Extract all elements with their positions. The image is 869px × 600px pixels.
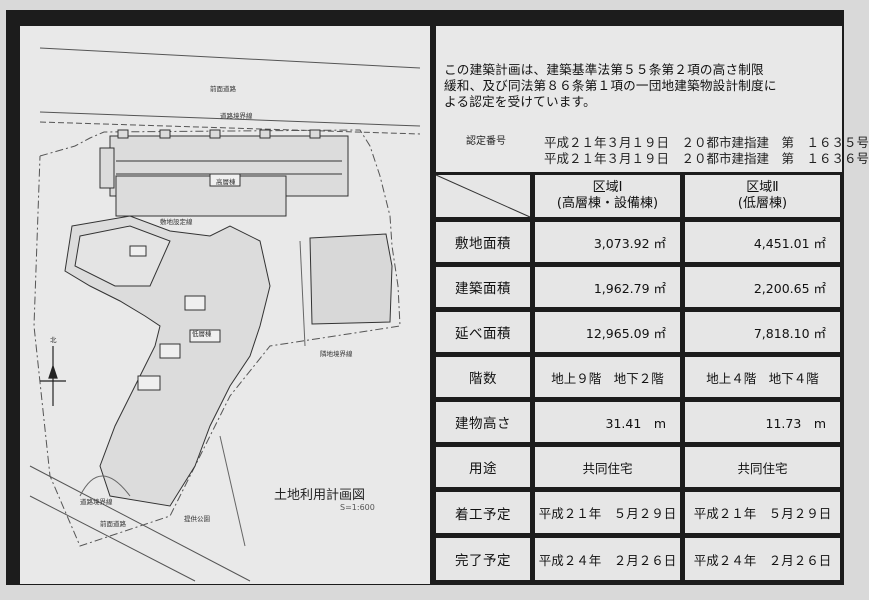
notice-line-2: 緩和、及び同法第８６条第１項の一団地建築物設計制度に [444,78,777,93]
map-label-high-rise: 高層棟 [216,177,236,186]
north-arrow-icon [40,346,66,406]
floors-zone1: 地上９階 地下２階 [535,357,680,397]
notice-line-1: この建築計画は、建築基準法第５５条第２項の高さ制限 [444,62,764,77]
map-label-front-road: 前面道路 [210,84,237,93]
row-label-completion: 完了予定 [436,538,530,580]
column-header-zone2: 区域Ⅱ (低層棟) [685,175,840,217]
map-label-site-line: 敷地設定線 [160,217,193,226]
building-overview-table: 区域Ⅰ (高層棟・設備棟) 区域Ⅱ (低層棟) 敷地面積 3,073.92 ㎡ … [435,172,842,584]
site-plan-drawing: 前面道路 道路境界線 高層棟 低層棟 敷地設定線 隣地境界線 提供公園 北 道路… [29,47,421,582]
map-scale: S=1:600 [340,503,375,512]
row-label-building-area: 建築面積 [436,267,530,307]
notice-board: 前面道路 道路境界線 高層棟 低層棟 敷地設定線 隣地境界線 提供公園 北 道路… [6,10,869,585]
building-height-zone2: 11.73 m [685,402,840,442]
map-label-north: 北 [50,336,57,344]
total-floor-area-zone2: 7,818.10 ㎡ [685,312,840,352]
low-rise-building [64,215,271,507]
floors-zone2: 地上４階 地下４階 [685,357,840,397]
row-label-building-height: 建物高さ [436,402,530,442]
total-floor-area-zone1: 12,965.09 ㎡ [535,312,680,352]
column-header-zone1: 区域Ⅰ (高層棟・設備棟) [535,175,680,217]
equipment-building [309,233,393,325]
zone2-buildings: (低層棟) [737,196,788,211]
map-label-adjacent-boundary: 隣地境界線 [320,349,353,358]
map-label-road-boundary-bottom: 道路境界線 [80,497,113,506]
notice-line-3: よる認定を受けています。 [444,94,596,109]
map-label-public-space: 提供公園 [184,514,210,523]
completion-zone1: 平成２４年 ２月２６日 [535,538,680,580]
row-label-use: 用途 [436,447,530,487]
construction-start-zone2: 平成２１年 ５月２９日 [685,492,840,533]
land-use-plan-map: 前面道路 道路境界線 高層棟 低層棟 敷地設定線 隣地境界線 提供公園 北 道路… [20,26,430,584]
site-area-zone1: 3,073.92 ㎡ [535,222,680,262]
table-corner-cell [435,174,531,218]
row-label-construction-start: 着工予定 [436,492,530,533]
row-label-total-floor-area: 延べ面積 [436,312,530,352]
high-rise-building [99,129,349,217]
cert-number-1-value: 平成２１年３月１９日 ２０都市建指建 第 １６３５号 [544,135,869,150]
use-zone1: 共同住宅 [535,447,680,487]
building-area-zone2: 2,200.65 ㎡ [685,267,840,307]
construction-start-zone1: 平成２１年 ５月２９日 [535,492,680,533]
map-label-low-rise: 低層棟 [192,329,212,338]
use-zone2: 共同住宅 [685,447,840,487]
row-label-floors: 階数 [436,357,530,397]
certification-notice: この建築計画は、建築基準法第５５条第２項の高さ制限 緩和、及び同法第８６条第１項… [444,62,838,110]
zone2-name: 区域Ⅱ [746,180,779,195]
info-panel: この建築計画は、建築基準法第５５条第２項の高さ制限 緩和、及び同法第８６条第１項… [435,26,869,584]
completion-zone2: 平成２４年 ２月２６日 [685,538,840,580]
cert-label: 認定番号 [466,136,506,147]
map-label-front-road-bottom: 前面道路 [100,519,127,528]
zone1-buildings: (高層棟・設備棟) [556,196,659,211]
diagonal-line-icon [435,174,531,218]
zone1-name: 区域Ⅰ [592,180,623,195]
cert-number-2-value: 平成２１年３月１９日 ２０都市建指建 第 １６３６号 [544,151,869,166]
building-area-zone1: 1,962.79 ㎡ [535,267,680,307]
map-title: 土地利用計画図 [274,488,366,503]
site-area-zone2: 4,451.01 ㎡ [685,222,840,262]
building-height-zone1: 31.41 m [535,402,680,442]
map-label-road-boundary: 道路境界線 [220,111,253,120]
row-label-site-area: 敷地面積 [436,222,530,262]
